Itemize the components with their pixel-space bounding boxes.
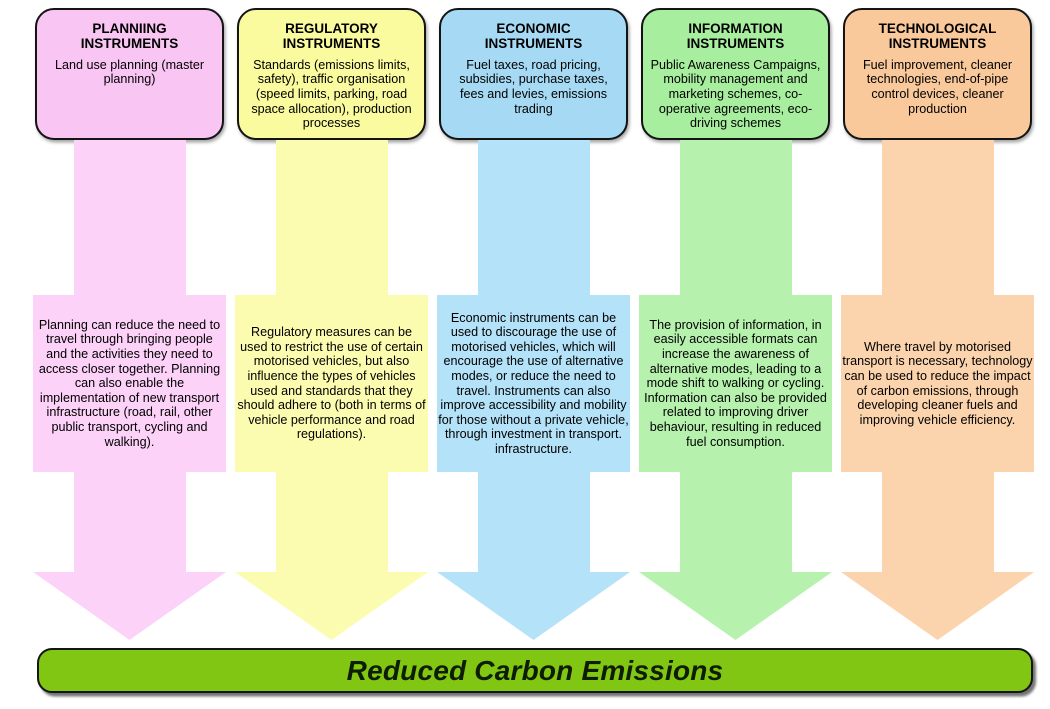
column-economic: ECONOMIC INSTRUMENTS Fuel taxes, road pr…	[437, 8, 630, 640]
technological-subtitle: Fuel improvement, cleaner technologies, …	[862, 57, 1013, 116]
technological-arrowhead-icon	[841, 572, 1034, 640]
information-down-arrow: The provision of information, in easily …	[639, 140, 832, 640]
economic-description-block: Economic instruments can be used to disc…	[437, 295, 630, 472]
economic-instruments-box: ECONOMIC INSTRUMENTS Fuel taxes, road pr…	[439, 8, 628, 140]
regulatory-title: REGULATORY INSTRUMENTS	[282, 21, 381, 52]
information-instruments-box: INFORMATION INSTRUMENTS Public Awareness…	[641, 8, 830, 140]
planning-down-arrow: Planning can reduce the need to travel t…	[33, 140, 226, 640]
planning-arrowhead-icon	[33, 572, 226, 640]
planning-subtitle: Land use planning (master planning)	[54, 57, 205, 87]
information-arrow-shaft-top	[679, 140, 792, 295]
regulatory-arrow-shaft-bottom	[275, 472, 388, 572]
economic-down-arrow: Economic instruments can be used to disc…	[437, 140, 630, 640]
technological-title: TECHNOLOGICAL INSTRUMENTS	[878, 21, 997, 52]
regulatory-description-block: Regulatory measures can be used to restr…	[235, 295, 428, 472]
technological-arrow-shaft-bottom	[881, 472, 994, 572]
information-arrow-shaft-bottom	[679, 472, 792, 572]
planning-title: PLANNIING INSTRUMENTS	[80, 21, 179, 52]
information-subtitle: Public Awareness Campaigns, mobility man…	[650, 57, 821, 131]
technological-instruments-box: TECHNOLOGICAL INSTRUMENTS Fuel improveme…	[843, 8, 1032, 140]
column-regulatory: REGULATORY INSTRUMENTS Standards (emissi…	[235, 8, 428, 640]
economic-arrowhead-icon	[437, 572, 630, 640]
column-technological: TECHNOLOGICAL INSTRUMENTS Fuel improveme…	[841, 8, 1034, 640]
planning-arrow-shaft-bottom	[73, 472, 186, 572]
column-planning: PLANNIING INSTRUMENTS Land use planning …	[33, 8, 226, 640]
economic-description: Economic instruments can be used to disc…	[438, 310, 629, 456]
economic-subtitle: Fuel taxes, road pricing, subsidies, pur…	[459, 57, 608, 116]
regulatory-arrowhead-icon	[235, 572, 428, 640]
planning-description: Planning can reduce the need to travel t…	[38, 317, 221, 449]
planning-arrow-shaft-top	[73, 140, 186, 295]
information-description-block: The provision of information, in easily …	[639, 295, 832, 472]
column-information: INFORMATION INSTRUMENTS Public Awareness…	[639, 8, 832, 640]
technological-description-block: Where travel by motorised transport is n…	[841, 295, 1034, 472]
planning-instruments-box: PLANNIING INSTRUMENTS Land use planning …	[35, 8, 224, 140]
regulatory-subtitle: Standards (emissions limits, safety), tr…	[251, 57, 412, 131]
technological-down-arrow: Where travel by motorised transport is n…	[841, 140, 1034, 640]
reduced-carbon-emissions-banner: Reduced Carbon Emissions	[37, 648, 1033, 693]
technological-arrow-shaft-top	[881, 140, 994, 295]
regulatory-down-arrow: Regulatory measures can be used to restr…	[235, 140, 428, 640]
information-description: The provision of information, in easily …	[644, 317, 827, 449]
economic-arrow-shaft-top	[477, 140, 590, 295]
regulatory-description: Regulatory measures can be used to restr…	[237, 325, 426, 442]
economic-title: ECONOMIC INSTRUMENTS	[484, 21, 583, 52]
technological-description: Where travel by motorised transport is n…	[842, 339, 1033, 427]
banner-label: Reduced Carbon Emissions	[346, 654, 724, 686]
regulatory-arrow-shaft-top	[275, 140, 388, 295]
information-title: INFORMATION INSTRUMENTS	[686, 21, 785, 52]
information-arrowhead-icon	[639, 572, 832, 640]
instrument-columns: PLANNIING INSTRUMENTS Land use planning …	[33, 8, 1034, 640]
planning-description-block: Planning can reduce the need to travel t…	[33, 295, 226, 472]
economic-arrow-shaft-bottom	[477, 472, 590, 572]
regulatory-instruments-box: REGULATORY INSTRUMENTS Standards (emissi…	[237, 8, 426, 140]
